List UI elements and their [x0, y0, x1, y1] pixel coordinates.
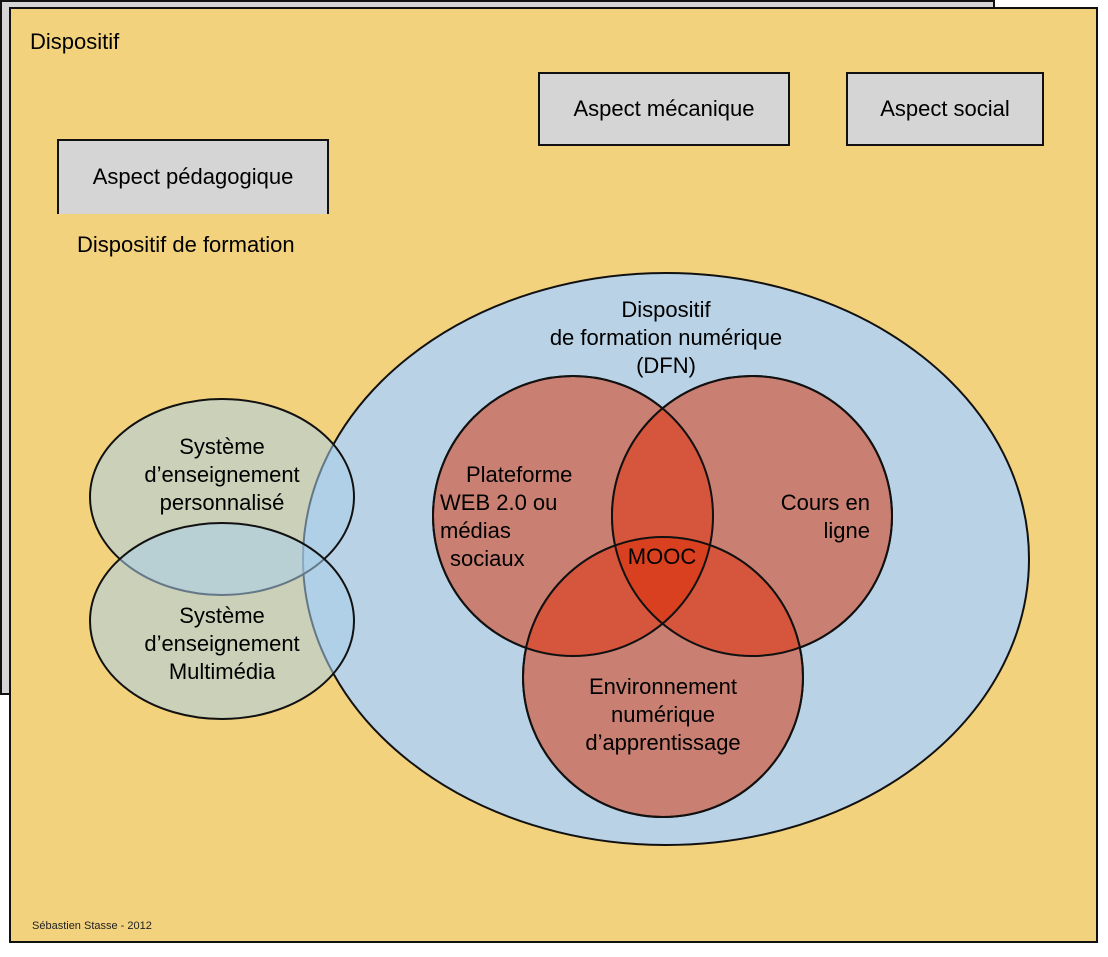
aspect-pedagogique-label: Aspect pédagogique — [92, 163, 294, 189]
dfn-label-line: de formation numérique — [549, 325, 783, 350]
personnalise-label-line: Système — [179, 434, 265, 459]
aspect-social-label: Aspect social — [880, 96, 1010, 121]
personnalise-label-line: d’enseignement — [144, 462, 300, 487]
dfn-label-line: (DFN) — [636, 353, 696, 378]
personnalise-label: Système d’enseignement personnalisé — [122, 433, 322, 517]
venn-circle-outline — [522, 536, 804, 818]
author-credit: Sébastien Stasse - 2012 — [32, 920, 152, 932]
environnement-label-line: Environnement — [589, 674, 737, 699]
venn-overlap-region — [523, 537, 713, 656]
multimedia-label-line: Multimédia — [168, 659, 276, 684]
environnement-label-line: d’apprentissage — [585, 730, 741, 755]
multimedia-label-line: Système — [179, 603, 265, 628]
dfn-label-line: Dispositif — [621, 297, 711, 322]
mooc-label: MOOC — [627, 544, 697, 569]
environnement-label: Environnement numérique d’apprentissage — [563, 673, 763, 757]
plateforme-label-line: WEB 2.0 ou — [440, 490, 558, 515]
venn-circle-outline — [432, 375, 714, 657]
aspect-mecanique-label: Aspect mécanique — [573, 96, 755, 121]
dispositif-de-formation-title: Dispositif de formation — [77, 232, 295, 257]
cours-label-line: Cours en — [780, 490, 870, 515]
tab-seam — [59, 210, 327, 214]
plateforme-label: Plateforme WEB 2.0 ou médias sociaux — [440, 461, 600, 573]
aspect-mecanique-box: Aspect mécanique — [538, 72, 790, 146]
dispositif-title: Dispositif — [30, 29, 120, 54]
plateforme-label-line: sociaux — [450, 546, 525, 571]
dfn-label: Dispositif de formation numérique (DFN) — [516, 296, 816, 380]
cours-label-line: ligne — [823, 518, 870, 543]
aspect-social-box: Aspect social — [846, 72, 1044, 146]
multimedia-label-line: d’enseignement — [144, 631, 300, 656]
cours-label: Cours en ligne — [740, 489, 870, 545]
multimedia-ellipse — [89, 522, 355, 720]
plateforme-label-line: médias — [440, 518, 511, 543]
venn-overlap-region — [612, 537, 803, 656]
aspect-pedagogique-tab: Aspect pédagogique — [57, 139, 329, 214]
environnement-label-line: numérique — [611, 702, 715, 727]
plateforme-label-line: Plateforme — [466, 462, 573, 487]
venn-circle-outline — [611, 375, 893, 657]
multimedia-label: Système d’enseignement Multimédia — [122, 602, 322, 686]
personnalise-label-line: personnalisé — [159, 490, 285, 515]
